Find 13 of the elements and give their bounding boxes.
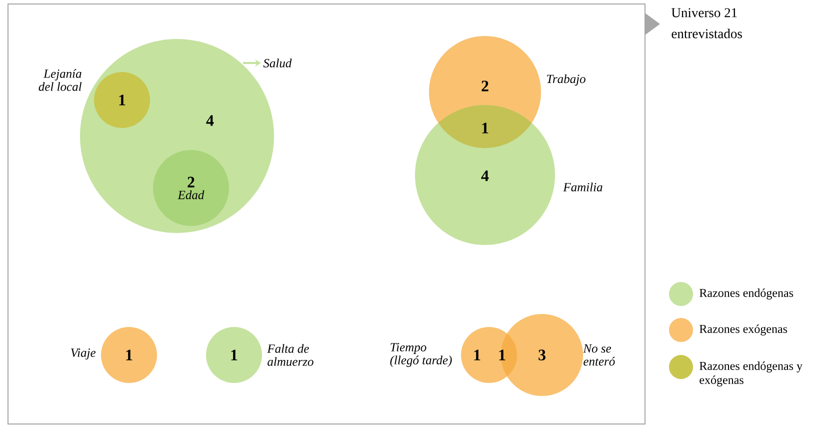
circle-label: Lejanía del local: [38, 69, 82, 91]
overlap-count: 1: [482, 122, 488, 134]
circle-label: No se enteró: [583, 344, 615, 366]
circle-label: Trabajo: [547, 74, 586, 86]
circle-label: Tiempo (llegó tarde): [390, 343, 452, 367]
legend-text: Razones endógenas: [700, 288, 794, 300]
legend-text: Razones endógenas y exógenas: [700, 362, 802, 386]
note-text: Universo 21 entrevistados: [672, 8, 742, 38]
overlap-count: 1: [499, 350, 506, 360]
legend-text: Razones exógenas: [700, 324, 788, 336]
circle-label: Falta de almuerzo: [267, 344, 314, 366]
circle-label: Familia: [563, 182, 602, 192]
circle-label: Viaje: [71, 348, 96, 360]
